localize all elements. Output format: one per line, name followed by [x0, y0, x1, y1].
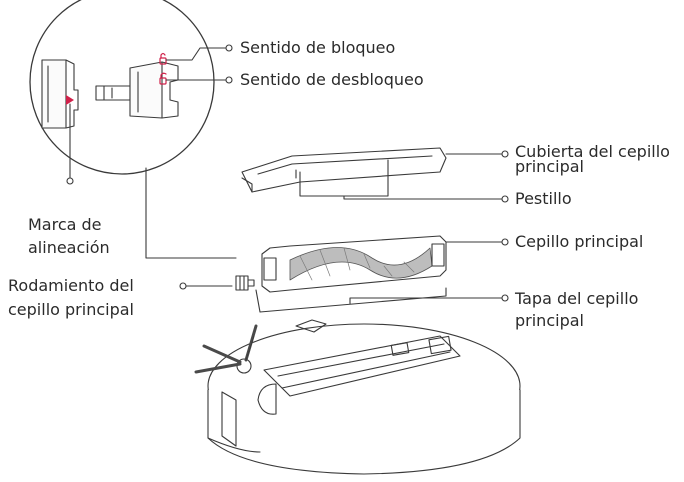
label-brush-bearing-line2: cepillo principal: [8, 300, 134, 319]
unlock-symbol-icon: [159, 72, 167, 85]
brush-cap-detail: [129, 61, 179, 119]
label-brush-cover-line1: Cubierta del cepillo: [515, 142, 670, 161]
label-brush-bearing: Rodamiento del cepillo principal: [8, 274, 134, 322]
alignment-mark-icon: [66, 95, 74, 105]
label-latch: Pestillo: [515, 189, 572, 208]
bearing-bracket-detail: [41, 59, 79, 129]
magnifier-connector: [145, 167, 237, 259]
leader-brush-cap: [255, 287, 503, 313]
label-lock-direction: Sentido de bloqueo: [240, 38, 396, 57]
label-brush-cap-line2: principal: [515, 311, 584, 330]
robot-vacuum-body: [207, 319, 521, 475]
label-brush-cover: Cubierta del cepillo principal: [515, 142, 670, 176]
label-unlock-direction: Sentido de desbloqueo: [240, 70, 424, 89]
label-main-brush: Cepillo principal: [515, 232, 644, 251]
main-brush-part: [261, 235, 447, 293]
side-brush-part: [194, 324, 258, 374]
label-brush-cover-line2: principal: [515, 157, 584, 176]
lock-symbol-icon: [159, 52, 167, 65]
label-alignment-mark-line1: Marca de: [28, 215, 102, 234]
leader-lock-direction: [165, 47, 227, 61]
label-brush-cap-line1: Tapa del cepillo: [515, 289, 639, 308]
leader-latch: [299, 167, 503, 200]
label-alignment-mark-line2: alineación: [28, 238, 110, 257]
brush-bearing-part: [235, 275, 255, 291]
label-brush-cap: Tapa del cepillo principal: [515, 288, 638, 332]
label-brush-bearing-line1: Rodamiento del: [8, 276, 134, 295]
detail-magnifier: [29, 0, 215, 175]
main-brush-cover-part: [241, 147, 447, 193]
label-alignment-mark: Marca de alineación: [28, 213, 110, 259]
